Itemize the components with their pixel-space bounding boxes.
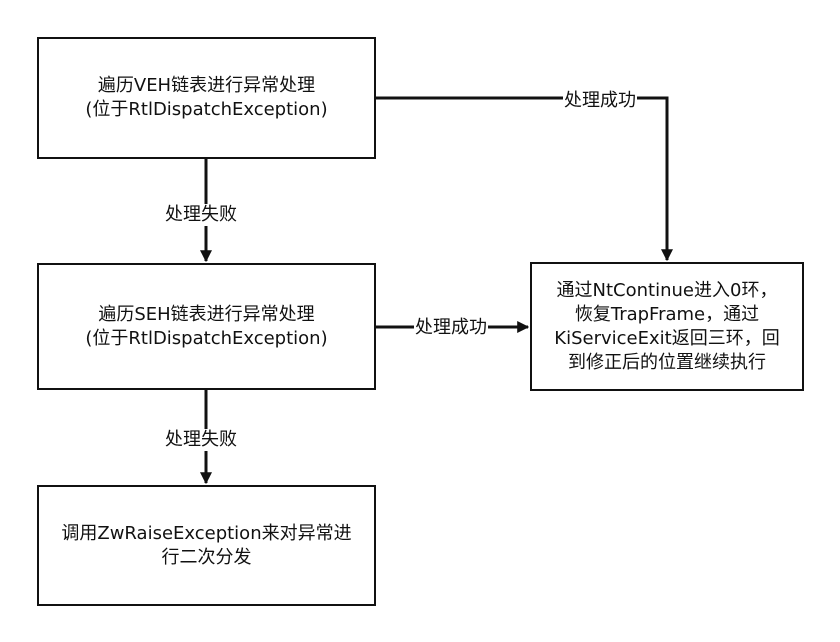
zw-raise-node: 调用ZwRaiseException来对异常进 行二次分发 [37, 485, 376, 606]
ntcontinue-node-line2: 恢复TrapFrame，通过 [574, 303, 760, 325]
edge-label-seh-fail: 处理失败 [164, 429, 238, 451]
ntcontinue-node-line1: 通过NtContinue进入0环， [556, 279, 778, 301]
ntcontinue-node-line3: KiServiceExit返回三环，回 [554, 327, 780, 349]
zw-raise-node-line1: 调用ZwRaiseException来对异常进 [61, 522, 352, 544]
edge-label-seh-success: 处理成功 [414, 317, 488, 339]
seh-node-line2: (位于RtlDispatchException) [85, 327, 328, 349]
zw-raise-node-line2: 行二次分发 [161, 546, 252, 568]
edge-veh-to-ntcontinue [376, 96, 673, 262]
edge-label-veh-fail: 处理失败 [164, 204, 238, 226]
veh-node: 遍历VEH链表进行异常处理 (位于RtlDispatchException) [37, 37, 376, 159]
seh-node: 遍历SEH链表进行异常处理 (位于RtlDispatchException) [37, 263, 376, 390]
ntcontinue-node-line4: 到修正后的位置继续执行 [568, 351, 766, 373]
veh-node-line1: 遍历VEH链表进行异常处理 [97, 75, 316, 96]
veh-node-line2: (位于RtlDispatchException) [85, 99, 328, 120]
ntcontinue-node: 通过NtContinue进入0环， 恢复TrapFrame，通过 KiServi… [530, 262, 804, 391]
edge-label-veh-success: 处理成功 [563, 90, 637, 112]
seh-node-line1: 遍历SEH链表进行异常处理 [98, 303, 315, 325]
